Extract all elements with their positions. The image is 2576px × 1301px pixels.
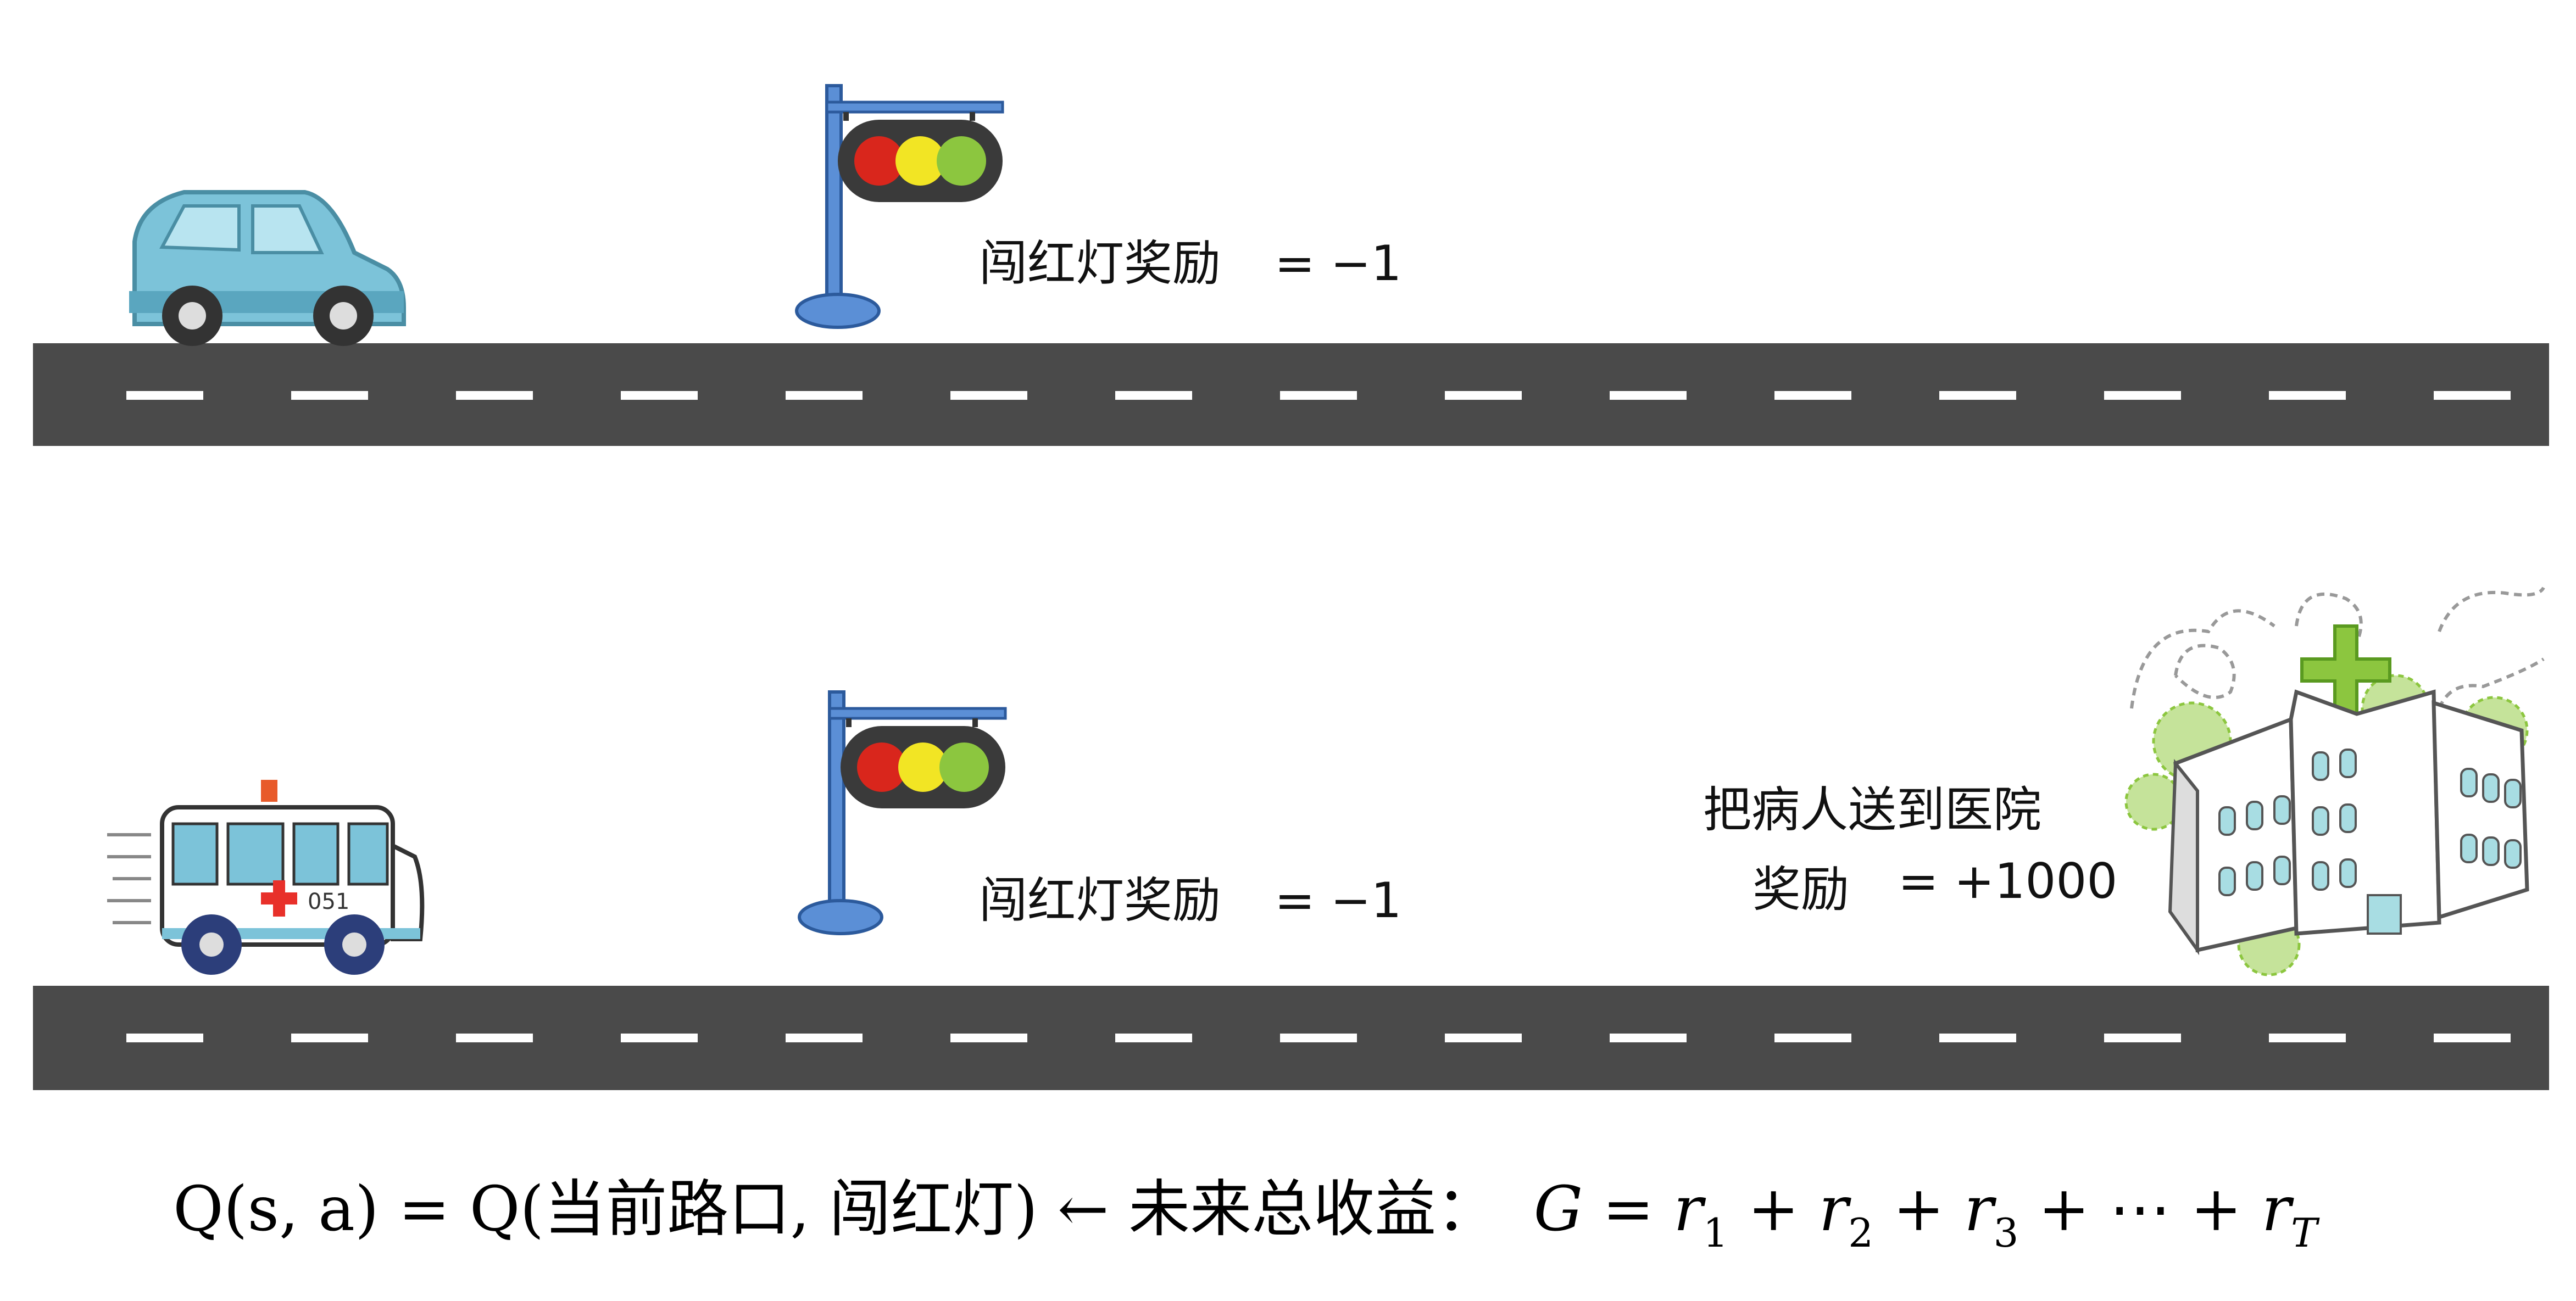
- lane-dash: [1115, 391, 1192, 400]
- lane-dash: [1445, 1034, 1522, 1042]
- reward-label: 奖励: [1752, 861, 1849, 918]
- lane-dash: [950, 391, 1027, 400]
- penalty-value: = −1: [1275, 872, 1401, 929]
- lane-dash: [1280, 1034, 1357, 1042]
- lane-dash: [621, 391, 698, 400]
- hospital-window: [2339, 803, 2357, 833]
- lane-dash: [1280, 391, 1357, 400]
- lane-dash: [1115, 1034, 1192, 1042]
- term-subscript: 3: [1994, 1210, 2019, 1256]
- lane-dash: [1610, 391, 1687, 400]
- term-subscript: T: [2291, 1210, 2320, 1256]
- lane-dash: [1774, 391, 1851, 400]
- car-icon: [129, 190, 406, 346]
- lane-dash: [2104, 391, 2181, 400]
- hospital-window: [2218, 867, 2236, 896]
- lane-dash: [1939, 391, 2016, 400]
- hospital-window: [2312, 806, 2329, 836]
- lane-dash: [786, 1034, 863, 1042]
- hospital-window: [2312, 751, 2329, 781]
- lane-dash: [786, 391, 863, 400]
- reward-value: = +1000: [1898, 853, 2117, 909]
- lane-dash: [126, 391, 203, 400]
- formula-ellipsis: ⋯: [2110, 1174, 2171, 1245]
- traffic-light-icon: [799, 692, 1005, 934]
- hospital-window: [2339, 749, 2357, 778]
- hospital-window: [2482, 773, 2500, 803]
- ambulance-number: 051: [308, 889, 349, 914]
- hospital-window: [2482, 836, 2500, 866]
- hospital-window: [2460, 834, 2478, 863]
- hospital-window: [2218, 806, 2236, 836]
- hospital-window: [2246, 861, 2263, 891]
- lane-dash: [1939, 1034, 2016, 1042]
- lane-dash: [621, 1034, 698, 1042]
- hospital-icon: [2124, 587, 2545, 976]
- hospital-window: [2504, 839, 2522, 869]
- lane-dash: [2269, 391, 2346, 400]
- scene-2: 051 闯红灯奖励 = −1 把病人送到医院 奖励 = +1000: [33, 587, 2549, 1090]
- penalty-value: = −1: [1275, 235, 1401, 292]
- hospital-window: [2273, 795, 2291, 825]
- lane-dash: [291, 1034, 368, 1042]
- hospital-window: [2504, 779, 2522, 808]
- formula-lhs: Q(s, a) = Q(当前路口, 闯红灯) ← 未来总收益：: [173, 1174, 1498, 1245]
- lane-dash: [2269, 1034, 2346, 1042]
- road-1: [33, 343, 2549, 446]
- svg-text:Q(s, a) = Q(当前路口, 闯红灯) ← 未来总收益: Q(s, a) = Q(当前路口, 闯红灯) ← 未来总收益： G = r1 +…: [173, 1174, 2320, 1256]
- goal-label: 把病人送到医院: [1703, 781, 2041, 838]
- term-subscript: 1: [1703, 1210, 1728, 1256]
- lane-dash: [456, 1034, 533, 1042]
- lane-dash: [1774, 1034, 1851, 1042]
- term-subscript: 2: [1848, 1210, 1873, 1256]
- lane-dash: [1610, 1034, 1687, 1042]
- hospital-window: [2339, 858, 2357, 888]
- formula: Q(s, a) = Q(当前路口, 闯红灯) ← 未来总收益： G = r1 +…: [173, 1174, 2320, 1256]
- hospital-window: [2246, 801, 2263, 830]
- lane-dash: [950, 1034, 1027, 1042]
- formula-rhs-prefix: G = r: [1534, 1174, 1707, 1245]
- penalty-label: 闯红灯奖励: [979, 235, 1221, 292]
- road-2: [33, 986, 2549, 1090]
- lane-dash: [291, 391, 368, 400]
- lane-dash: [2434, 391, 2511, 400]
- penalty-label: 闯红灯奖励: [979, 872, 1221, 929]
- lane-dash: [126, 1034, 203, 1042]
- traffic-light-icon: [797, 86, 1003, 327]
- scene-1: 闯红灯奖励 = −1: [33, 86, 2549, 446]
- hospital-window: [2273, 856, 2291, 885]
- lane-dash: [456, 391, 533, 400]
- hospital-window: [2312, 861, 2329, 891]
- hospital-window: [2460, 768, 2478, 797]
- lane-dash: [2434, 1034, 2511, 1042]
- lane-dash: [2104, 1034, 2181, 1042]
- ambulance-icon: 051: [107, 780, 425, 975]
- lane-dash: [1445, 391, 1522, 400]
